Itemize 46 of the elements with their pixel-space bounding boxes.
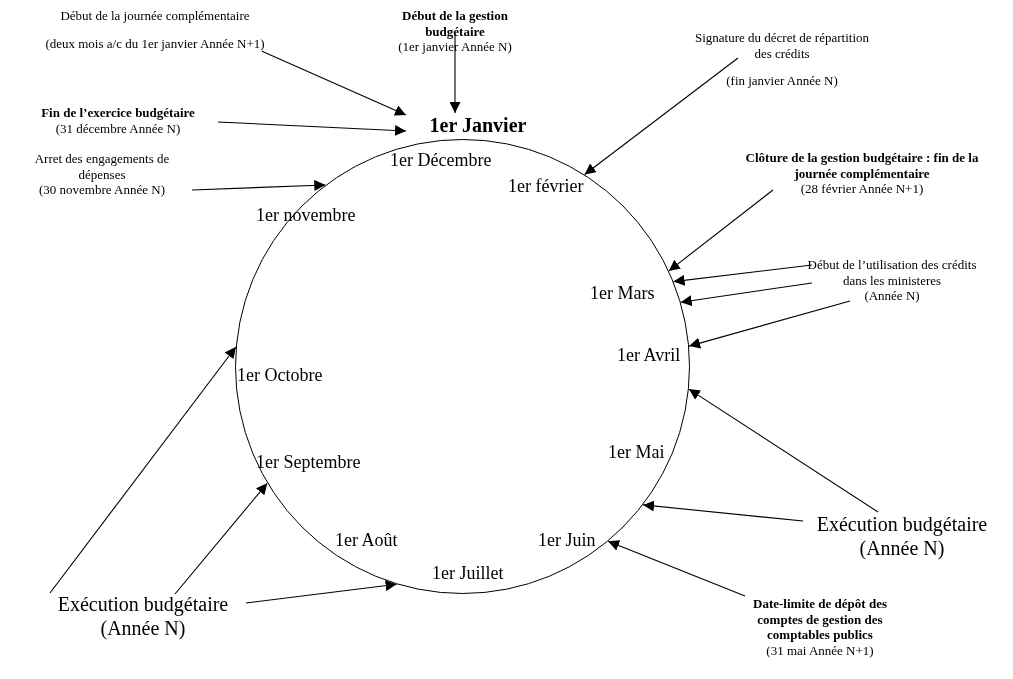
event-title: Date-limite de dépôt des comptes de gestion des comptables publics — [752, 596, 888, 643]
event-date: (fin janvier Année N) — [725, 73, 839, 89]
arrow — [217, 121, 407, 136]
month-label: 1er Juillet — [432, 563, 504, 584]
event-title: Début de l’utilisation des crédits dans les ministeres — [806, 257, 978, 289]
event-title: Exécution budgétaire — [56, 592, 230, 616]
arrow — [245, 580, 398, 604]
arrow — [607, 540, 746, 597]
event-date: (31 décembre Année N) — [54, 120, 182, 137]
event-date: (Année N) — [99, 616, 187, 640]
month-label: 1er Juin — [538, 530, 596, 551]
month-label: 1er novembre — [256, 205, 356, 226]
event-title: Début de la gestion budgétaire — [401, 8, 509, 40]
arrow — [261, 50, 407, 116]
event-date: (Année N) — [858, 536, 946, 560]
arrow — [688, 300, 851, 349]
event-date: (Année N) — [863, 288, 921, 304]
event-title: Exécution budgétaire — [815, 512, 989, 536]
month-label: 1er Mai — [608, 442, 665, 463]
month-label: 1er Avril — [617, 345, 681, 366]
arrow — [584, 57, 739, 176]
arrow — [668, 189, 774, 272]
event-title: Arret des engagements de dépenses — [33, 151, 171, 183]
event-title: Fin de l’exercice budgétaire — [40, 105, 196, 121]
arrow — [174, 482, 268, 595]
event-title: Signature du décret de répartition des crédits — [694, 30, 870, 62]
arrow — [642, 500, 804, 522]
event-date: (deux mois a/c du 1er janvier Année N+1) — [44, 35, 266, 52]
month-label: 1er février — [508, 176, 584, 197]
event-date: (28 février Année N+1) — [799, 181, 925, 197]
month-label: 1er Décembre — [390, 150, 492, 171]
event-title: Clôture de la gestion budgétaire : fin de la journée complémentaire — [744, 150, 980, 182]
month-label: 1er Mars — [590, 283, 655, 304]
arrow — [49, 346, 237, 594]
date-heading: 1er Janvier — [403, 113, 553, 137]
month-label: 1er Septembre — [256, 452, 361, 473]
arrow — [688, 388, 879, 513]
arrow — [680, 282, 813, 307]
event-date: (1er janvier Année N) — [397, 39, 513, 55]
month-label: 1er Août — [335, 530, 398, 551]
event-date: (31 mai Année N+1) — [765, 642, 875, 659]
month-label: 1er Octobre — [237, 365, 323, 386]
event-date: (30 novembre Année N) — [38, 182, 166, 198]
arrow — [191, 179, 326, 191]
event-title: Début de la journée complémentaire — [59, 8, 251, 24]
arrow — [673, 264, 813, 286]
